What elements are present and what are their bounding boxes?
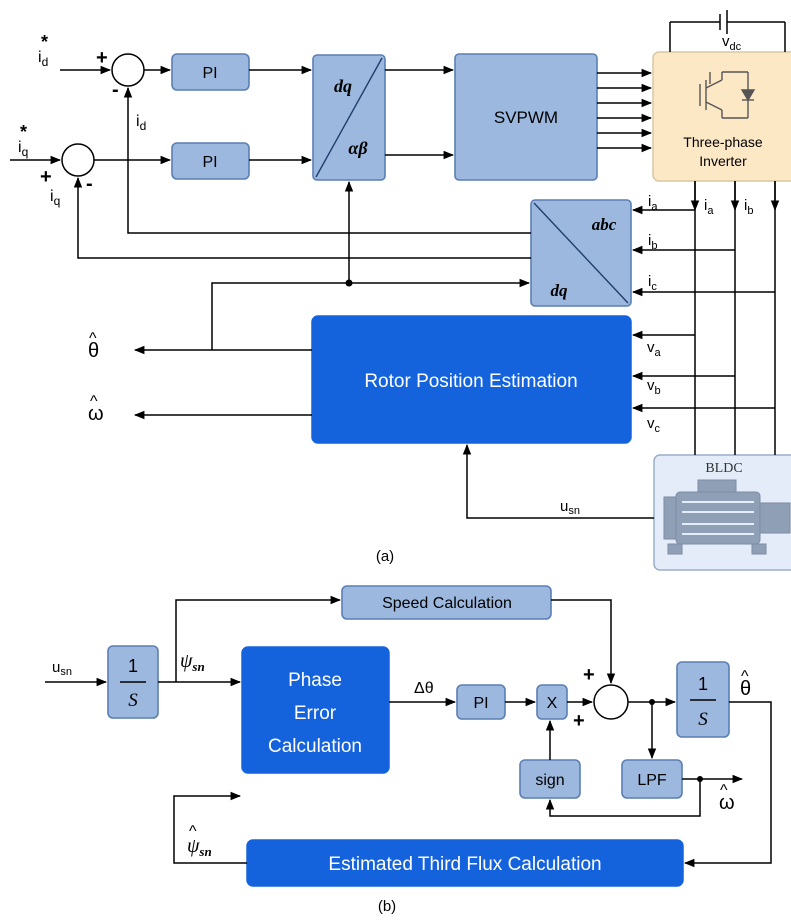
sign-block-label: sign (535, 772, 564, 789)
int-left-den: S (128, 690, 138, 711)
int-left-num: 1 (128, 656, 138, 676)
usn-label-b: usn (52, 659, 72, 678)
theta-hat-b-caret: ^ (741, 668, 749, 685)
pi-d-label: PI (202, 65, 217, 82)
va-label: va (647, 339, 662, 359)
ib-label: ib (648, 232, 657, 252)
pi-q-label: PI (202, 154, 217, 171)
id-ref-star: * (41, 32, 48, 52)
iq-feedback-label: iq (50, 188, 60, 208)
abc-dq-bottom-label: dq (551, 281, 569, 300)
omega-hat-b-label: ω (719, 792, 735, 814)
phase-err-label-1: Phase (288, 670, 342, 691)
phase-error-calculation-block (241, 646, 390, 774)
omega-hat-b-caret: ^ (720, 782, 728, 799)
svpwm-label: SVPWM (494, 108, 558, 127)
omega-hat-caret: ^ (90, 393, 98, 410)
multiplier-label: X (547, 695, 558, 712)
theta-hat-caret: ^ (89, 330, 97, 347)
id-feedback-label: id (136, 113, 146, 133)
iq-ref-label: iq (18, 139, 28, 159)
delta-theta-label: Δθ (414, 680, 434, 697)
pi-b-label: PI (473, 695, 488, 712)
dq-ab-top-label: dq (334, 76, 352, 96)
ia-phase-label: ia (704, 197, 714, 217)
flux-calc-label: Estimated Third Flux Calculation (328, 854, 601, 875)
phase-err-label-3: Calculation (268, 736, 362, 757)
psi-label: ψsn (180, 650, 205, 674)
sum-d-plus: + (96, 47, 108, 69)
speed-calculation-block (341, 585, 552, 620)
omega-hat-label: ω (88, 403, 104, 425)
speed-calc-label: Speed Calculation (382, 595, 512, 612)
caption-b: (b) (378, 898, 396, 915)
sum-q-minus: - (86, 173, 93, 195)
rotor-estimation-label: Rotor Position Estimation (364, 371, 577, 392)
id-ref-label: id (38, 49, 48, 69)
theta-hat-label: θ (88, 340, 99, 362)
pi-q-block (171, 142, 250, 180)
caption-a: (a) (376, 548, 394, 565)
inverter-label-1: Three-phase (683, 134, 763, 150)
bldc-label: BLDC (705, 461, 742, 476)
igbt-icon (699, 71, 756, 119)
ib-phase-label: ib (744, 197, 753, 217)
vdc-label: vdc (722, 33, 742, 53)
diagram-a: PI PI dq αβ SVPWM Three-phase Inverter (10, 10, 791, 571)
sum-junction-q (61, 143, 95, 177)
svpwm-block (454, 53, 598, 181)
motor-icon (663, 479, 791, 555)
ia-label: ia (648, 193, 658, 213)
sum-q-plus: + (40, 166, 52, 188)
abc-dq-top-label: abc (592, 215, 617, 234)
sum-junction-b (593, 684, 629, 720)
rotor-position-estimation-block (311, 315, 632, 444)
sum-b-plus-bottom: + (573, 710, 585, 732)
sum-d-minus: - (112, 79, 119, 101)
ic-label: ic (648, 273, 657, 293)
vb-label: vb (647, 377, 661, 397)
phase-err-label-2: Error (294, 703, 337, 724)
pi-d-block (171, 53, 250, 91)
psi-hat-caret: ^ (189, 823, 197, 840)
dq-ab-bottom-label: αβ (348, 138, 368, 158)
diagram-b: 1 S Speed Calculation Phase Error Calcul… (45, 585, 772, 915)
usn-label-a: usn (560, 498, 580, 517)
lpf-label: LPF (637, 772, 667, 789)
theta-hat-b-label: θ (740, 678, 751, 700)
psi-hat-label: ψsn (187, 835, 212, 859)
sum-b-plus-top: + (583, 664, 595, 686)
inverter-label-2: Inverter (699, 153, 747, 169)
int-right-num: 1 (698, 674, 708, 694)
vc-label: vc (647, 415, 661, 435)
iq-ref-star: * (20, 122, 27, 142)
dc-battery-icon (669, 10, 786, 52)
int-right-den: S (698, 709, 708, 730)
